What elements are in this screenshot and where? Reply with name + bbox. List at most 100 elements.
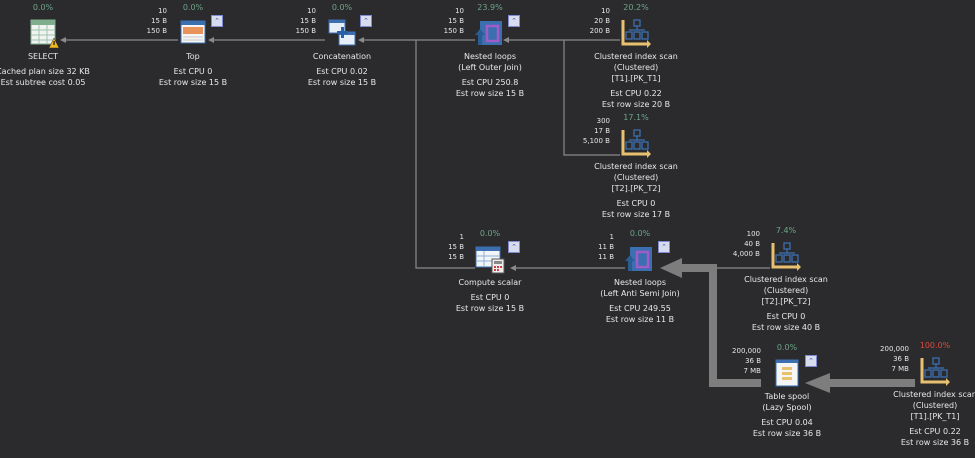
nested-loops-icon[interactable] — [474, 18, 506, 48]
operator-detail: Est row size 15 B — [455, 304, 525, 313]
stat-value: 300 — [596, 117, 610, 125]
operator-name: Compute scalar — [458, 278, 522, 287]
operator-detail: Est row size 15 B — [307, 78, 377, 87]
collapse-button[interactable]: ⌃ — [360, 15, 372, 27]
operator-name: (Left Anti Semi Join) — [600, 289, 680, 298]
cost-percent: 17.1% — [623, 113, 649, 122]
stat-value: 15 B — [448, 17, 464, 25]
stat-value: 5,100 B — [582, 137, 610, 145]
compute-scalar-icon[interactable] — [474, 244, 506, 274]
operator-name: Clustered index scan — [594, 162, 678, 171]
operator-name: (Lazy Spool) — [762, 403, 812, 412]
stat-value: 10 — [158, 7, 167, 15]
operator-detail: Est row size 15 B — [158, 78, 228, 87]
clustered-index-scan-icon[interactable] — [620, 18, 652, 48]
operator-name: (Left Outer Join) — [458, 63, 522, 72]
stat-value: 200,000 — [880, 345, 909, 353]
concatenation-icon[interactable] — [326, 18, 358, 48]
clustered-index-scan-icon[interactable] — [620, 128, 652, 158]
operator-name: (Clustered) — [763, 286, 809, 295]
stat-value: 10 — [601, 7, 610, 15]
cost-percent: 100.0% — [919, 341, 951, 350]
clustered-index-scan-icon[interactable] — [770, 241, 802, 271]
operator-name: Table spool — [764, 392, 810, 401]
stat-value: 15 B — [300, 17, 316, 25]
stat-value: 150 B — [295, 27, 316, 35]
top-icon[interactable] — [177, 18, 209, 48]
operator-name: (Clustered) — [613, 63, 659, 72]
collapse-button[interactable]: ⌃ — [658, 241, 670, 253]
stat-value: 200,000 — [732, 347, 761, 355]
node-labels: Nested loops (Left Outer Join) Est CPU 250… — [410, 51, 570, 99]
operator-detail: Est CPU 0 — [766, 312, 806, 321]
operator-detail: Est CPU 0 — [616, 199, 656, 208]
operator-detail: Est CPU 250.8 — [461, 78, 519, 87]
stat-value: 36 B — [745, 357, 761, 365]
row-stats: 10 20 B 200 B — [590, 6, 610, 36]
operator-name: Top — [186, 52, 200, 61]
node-labels: Clustered index scan (Clustered) [T1].[PK_… — [855, 389, 975, 448]
node-labels: Nested loops(Left Anti Semi Join)Est CPU… — [560, 277, 720, 325]
operator-detail: Est subtree cost 0.05 — [0, 78, 86, 87]
operator-detail: Est CPU 0.22 — [610, 89, 662, 98]
select-icon[interactable] — [27, 18, 59, 48]
stat-value: 40 B — [744, 240, 760, 248]
operator-name: [T1].[PK_T1] — [910, 412, 960, 421]
operator-detail: Est CPU 0.04 — [761, 418, 813, 427]
collapse-button[interactable]: ⌃ — [211, 15, 223, 27]
node-labels: Clustered index scan(Clustered)[T2].[PK_… — [706, 274, 866, 333]
row-stats: 1 15 B 15 B — [448, 232, 464, 262]
cost-percent: 23.9% — [477, 3, 503, 12]
stat-value: 1 — [459, 233, 464, 241]
node-labels: Clustered index scan (Clustered) [T1].[PK_… — [556, 51, 716, 110]
cost-percent: 0.0% — [182, 3, 204, 12]
operator-name: (Clustered) — [912, 401, 958, 410]
operator-detail: Est row size 40 B — [751, 323, 821, 332]
stat-value: 1 — [609, 233, 614, 241]
stat-value: 15 B — [448, 243, 464, 251]
cost-percent: 0.0% — [776, 343, 798, 352]
collapse-button[interactable]: ⌃ — [508, 241, 520, 253]
stat-value: 10 — [455, 7, 464, 15]
cost-percent: 20.2% — [623, 3, 649, 12]
collapse-button[interactable]: ⌃ — [805, 355, 817, 367]
collapse-button[interactable]: ⌃ — [508, 15, 520, 27]
thick-edges — [660, 258, 915, 393]
table-spool-icon[interactable] — [771, 358, 803, 388]
cost-percent: 7.4% — [775, 226, 797, 235]
operator-detail: Est CPU 0 — [173, 67, 213, 76]
operator-detail: Est row size 17 B — [601, 210, 671, 219]
cost-percent: 0.0% — [629, 229, 651, 238]
stat-value: 150 B — [146, 27, 167, 35]
operator-detail: Est row size 15 B — [455, 89, 525, 98]
operator-name: [T2].[PK_T2] — [611, 184, 661, 193]
operator-detail: Cached plan size 32 KB — [0, 67, 90, 76]
operator-name: Clustered index scan — [594, 52, 678, 61]
operator-name: Clustered index scan — [893, 390, 975, 399]
operator-name: Nested loops — [463, 52, 516, 61]
nested-loops-icon[interactable] — [624, 244, 656, 274]
operator-name: Concatenation — [312, 52, 372, 61]
node-labels: Clustered index scan(Clustered)[T2].[PK_… — [556, 161, 716, 220]
operator-detail: Est row size 20 B — [601, 100, 671, 109]
stat-value: 11 B — [598, 253, 614, 261]
cost-percent: 0.0% — [479, 229, 501, 238]
operator-name: [T1].[PK_T1] — [611, 74, 661, 83]
stat-value: 36 B — [893, 355, 909, 363]
operator-detail: Est row size 36 B — [900, 438, 970, 447]
stat-value: 200 B — [589, 27, 610, 35]
stat-value: 20 B — [594, 17, 610, 25]
clustered-index-scan-icon[interactable] — [919, 356, 951, 386]
operator-detail: Est CPU 0.22 — [909, 427, 961, 436]
stat-value: 15 B — [448, 253, 464, 261]
